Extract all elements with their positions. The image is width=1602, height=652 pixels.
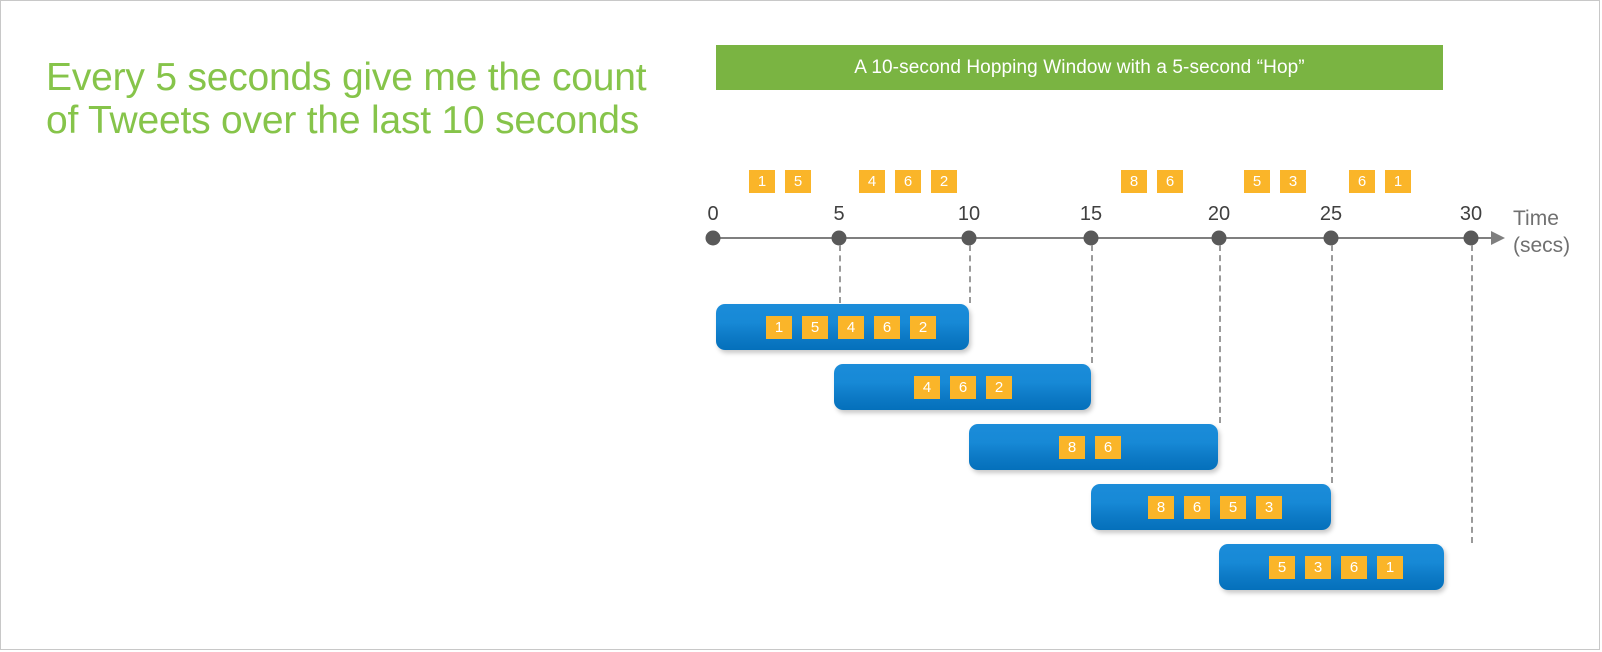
axis-label-line1: Time xyxy=(1513,207,1559,230)
window-tweet-chip: 6 xyxy=(1095,436,1121,459)
window-tweet-chip: 6 xyxy=(1184,496,1210,519)
window-tweet-chip: 6 xyxy=(950,376,976,399)
tweet-chip: 4 xyxy=(859,170,885,193)
tweet-chip: 1 xyxy=(749,170,775,193)
window-tweet-chip: 2 xyxy=(986,376,1012,399)
window-tweet-chip: 4 xyxy=(914,376,940,399)
window-tweet-chip: 5 xyxy=(802,316,828,339)
tweet-chip: 6 xyxy=(1157,170,1183,193)
tweet-chip: 1 xyxy=(1385,170,1411,193)
tweet-chip: 2 xyxy=(931,170,957,193)
guide-line xyxy=(1471,245,1473,543)
tweet-chip: 3 xyxy=(1280,170,1306,193)
guide-line xyxy=(1091,245,1093,363)
window-tweet-chip: 4 xyxy=(838,316,864,339)
axis-tick-dot-0 xyxy=(705,230,721,246)
window-tweet-chip: 8 xyxy=(1148,496,1174,519)
window-tweet-chip: 5 xyxy=(1269,556,1295,579)
guide-line xyxy=(839,245,841,303)
window-tweet-chip: 6 xyxy=(1341,556,1367,579)
guide-line xyxy=(1331,245,1333,483)
axis-tick-label-10: 10 xyxy=(957,203,981,225)
tweet-chip: 5 xyxy=(785,170,811,193)
window-tweet-chip: 8 xyxy=(1059,436,1085,459)
time-axis-line xyxy=(713,237,1495,239)
window-tweet-chip: 2 xyxy=(910,316,936,339)
axis-tick-label-20: 20 xyxy=(1207,203,1231,225)
axis-tick-dot-30 xyxy=(1463,230,1479,246)
window-tweet-chip: 1 xyxy=(766,316,792,339)
window-tweet-chip: 3 xyxy=(1305,556,1331,579)
axis-tick-dot-15 xyxy=(1083,230,1099,246)
window-tweet-chip: 1 xyxy=(1377,556,1403,579)
window-tweet-chip: 5 xyxy=(1220,496,1246,519)
axis-label-line2: (secs) xyxy=(1513,234,1571,257)
banner: A 10-second Hopping Window with a 5-seco… xyxy=(716,45,1443,90)
guide-line xyxy=(1219,245,1221,423)
axis-tick-dot-5 xyxy=(831,230,847,246)
window-tweet-chip: 3 xyxy=(1256,496,1282,519)
axis-tick-dot-20 xyxy=(1211,230,1227,246)
axis-tick-label-5: 5 xyxy=(833,203,845,225)
axis-tick-dot-10 xyxy=(961,230,977,246)
axis-tick-label-0: 0 xyxy=(707,203,719,225)
axis-tick-dot-25 xyxy=(1323,230,1339,246)
window-tweet-chip: 6 xyxy=(874,316,900,339)
page-title: Every 5 seconds give me the count of Twe… xyxy=(46,56,647,142)
axis-tick-label-30: 30 xyxy=(1459,203,1483,225)
axis-label: Time (secs) xyxy=(1513,205,1570,259)
time-axis-arrow-icon xyxy=(1491,231,1505,245)
axis-tick-label-15: 15 xyxy=(1079,203,1103,225)
guide-line xyxy=(969,245,971,303)
tweet-chip: 5 xyxy=(1244,170,1270,193)
banner-title: A 10-second Hopping Window with a 5-seco… xyxy=(854,56,1305,78)
tweet-chip: 6 xyxy=(895,170,921,193)
axis-tick-label-25: 25 xyxy=(1319,203,1343,225)
tweet-chip: 8 xyxy=(1121,170,1147,193)
tweet-chip: 6 xyxy=(1349,170,1375,193)
